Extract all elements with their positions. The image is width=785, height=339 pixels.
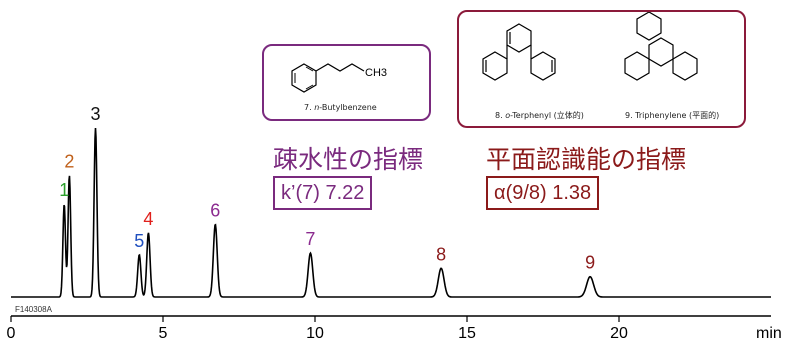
peak-label-8: 8 bbox=[436, 244, 446, 264]
peak-label-4: 4 bbox=[143, 209, 153, 229]
x-axis: 0 5 10 15 20 bbox=[7, 315, 771, 339]
sample-code: F140308A bbox=[15, 305, 53, 314]
x-tick-label: 10 bbox=[306, 325, 324, 339]
butylbenzene-structure-icon: CH3 bbox=[291, 63, 387, 93]
chromatogram-trace bbox=[11, 127, 771, 298]
chromatogram-trace-group bbox=[11, 127, 771, 298]
compound-9-caption: 9. Triphenylene (平面的) bbox=[625, 111, 720, 120]
planarity-value: α(9/8) 1.38 bbox=[486, 176, 600, 210]
compound-7-caption: 7. n-Butylbenzene bbox=[304, 103, 377, 112]
x-tick-label: 0 bbox=[7, 325, 16, 339]
terphenyl-triphenylene-structures-icon bbox=[482, 12, 698, 81]
x-tick-label: 15 bbox=[458, 325, 476, 339]
x-tick-label: 20 bbox=[610, 325, 628, 339]
peak-label-6: 6 bbox=[210, 200, 220, 220]
peak-labels: 1 2 3 54 6 7 8 9 bbox=[59, 104, 595, 273]
hydrophobicity-title: 疎水性の指標 bbox=[273, 145, 424, 174]
planarity-title: 平面認識能の指標 bbox=[486, 145, 687, 174]
ch3-group: CH3 bbox=[365, 67, 387, 79]
peak-label-3: 3 bbox=[91, 104, 101, 124]
compound-7-panel: CH3 7. n-Butylbenzene bbox=[262, 44, 431, 121]
x-tick-label: 5 bbox=[159, 325, 168, 339]
compound-8-caption: 8. o-Terphenyl (立体的) bbox=[495, 111, 584, 120]
peak-label-9: 9 bbox=[585, 253, 595, 273]
hydrophobicity-value: k’(7) 7.22 bbox=[273, 176, 373, 210]
peak-label-7: 7 bbox=[305, 229, 315, 249]
compound-8-9-panel: 8. o-Terphenyl (立体的) 9. Triphenylene (平面… bbox=[457, 10, 746, 128]
peak-label-1: 1 bbox=[59, 180, 69, 200]
peak-label-2: 2 bbox=[64, 151, 74, 171]
x-axis-label: min bbox=[756, 325, 782, 339]
peak-label-5: 5 bbox=[134, 231, 144, 251]
